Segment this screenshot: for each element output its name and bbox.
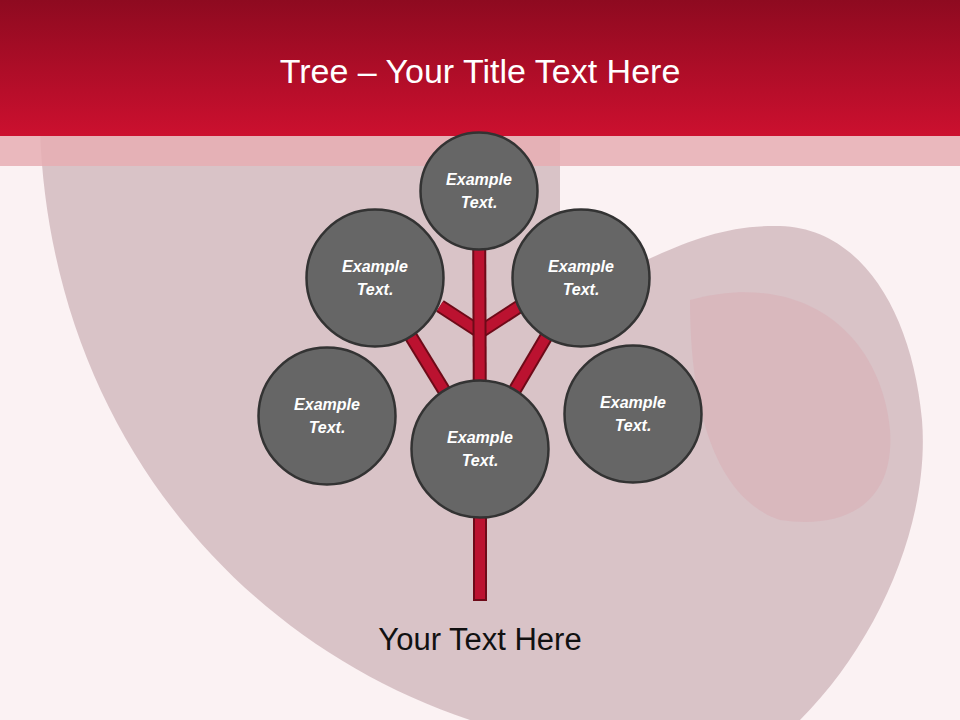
circle-content: Example Text. [563, 344, 703, 484]
circle-content: Example Text. [511, 208, 651, 348]
circle-fill [565, 346, 702, 483]
circle-label: Example Text. [438, 426, 522, 472]
text-column: Example Text. [437, 168, 521, 214]
circle-label: Example Text. [333, 255, 417, 301]
tree-branch [411, 336, 445, 391]
circle-fill [307, 210, 444, 347]
circle-label: Example Text. [437, 168, 521, 214]
branch-outline [411, 336, 445, 391]
tree-branch [474, 249, 485, 381]
text-column: Example Text. [333, 255, 417, 301]
text-column: Example Text. [539, 255, 623, 301]
circle-shape [410, 379, 550, 519]
tree-circle: Example Text. [511, 208, 651, 348]
slide-title: Tree – Your Title Text Here [0, 52, 960, 91]
slide-caption: Your Text Here [0, 622, 960, 658]
circle-content: Example Text. [410, 379, 550, 519]
circle-label: Example Text. [539, 255, 623, 301]
tree-circle: Example Text. [419, 131, 539, 251]
text-column: Example Text. [438, 426, 522, 472]
circle-label: Example Text. [285, 393, 369, 439]
circle-shape [257, 346, 397, 486]
blob-shade [690, 292, 890, 522]
circle-content: Example Text. [305, 208, 445, 348]
header-band [0, 0, 960, 136]
branch-outline [472, 249, 487, 381]
circle-shape [563, 344, 703, 484]
circle-shape [305, 208, 445, 348]
tree-circle: Example Text. [410, 379, 550, 519]
tree-circle: Example Text. [257, 346, 397, 486]
circle-shape [511, 208, 651, 348]
branch-outline [515, 337, 547, 391]
tree-branch [515, 337, 547, 391]
text-column: Example Text. [591, 391, 675, 437]
circle-content: Example Text. [257, 346, 397, 486]
circle-fill [259, 348, 396, 485]
circle-shape [419, 131, 539, 251]
tree-circle: Example Text. [305, 208, 445, 348]
circle-label: Example Text. [591, 391, 675, 437]
circle-fill [412, 381, 549, 518]
tree-circle: Example Text. [563, 344, 703, 484]
circle-fill [421, 133, 538, 250]
text-column: Example Text. [285, 393, 369, 439]
circle-fill [513, 210, 650, 347]
circle-content: Example Text. [419, 131, 539, 251]
